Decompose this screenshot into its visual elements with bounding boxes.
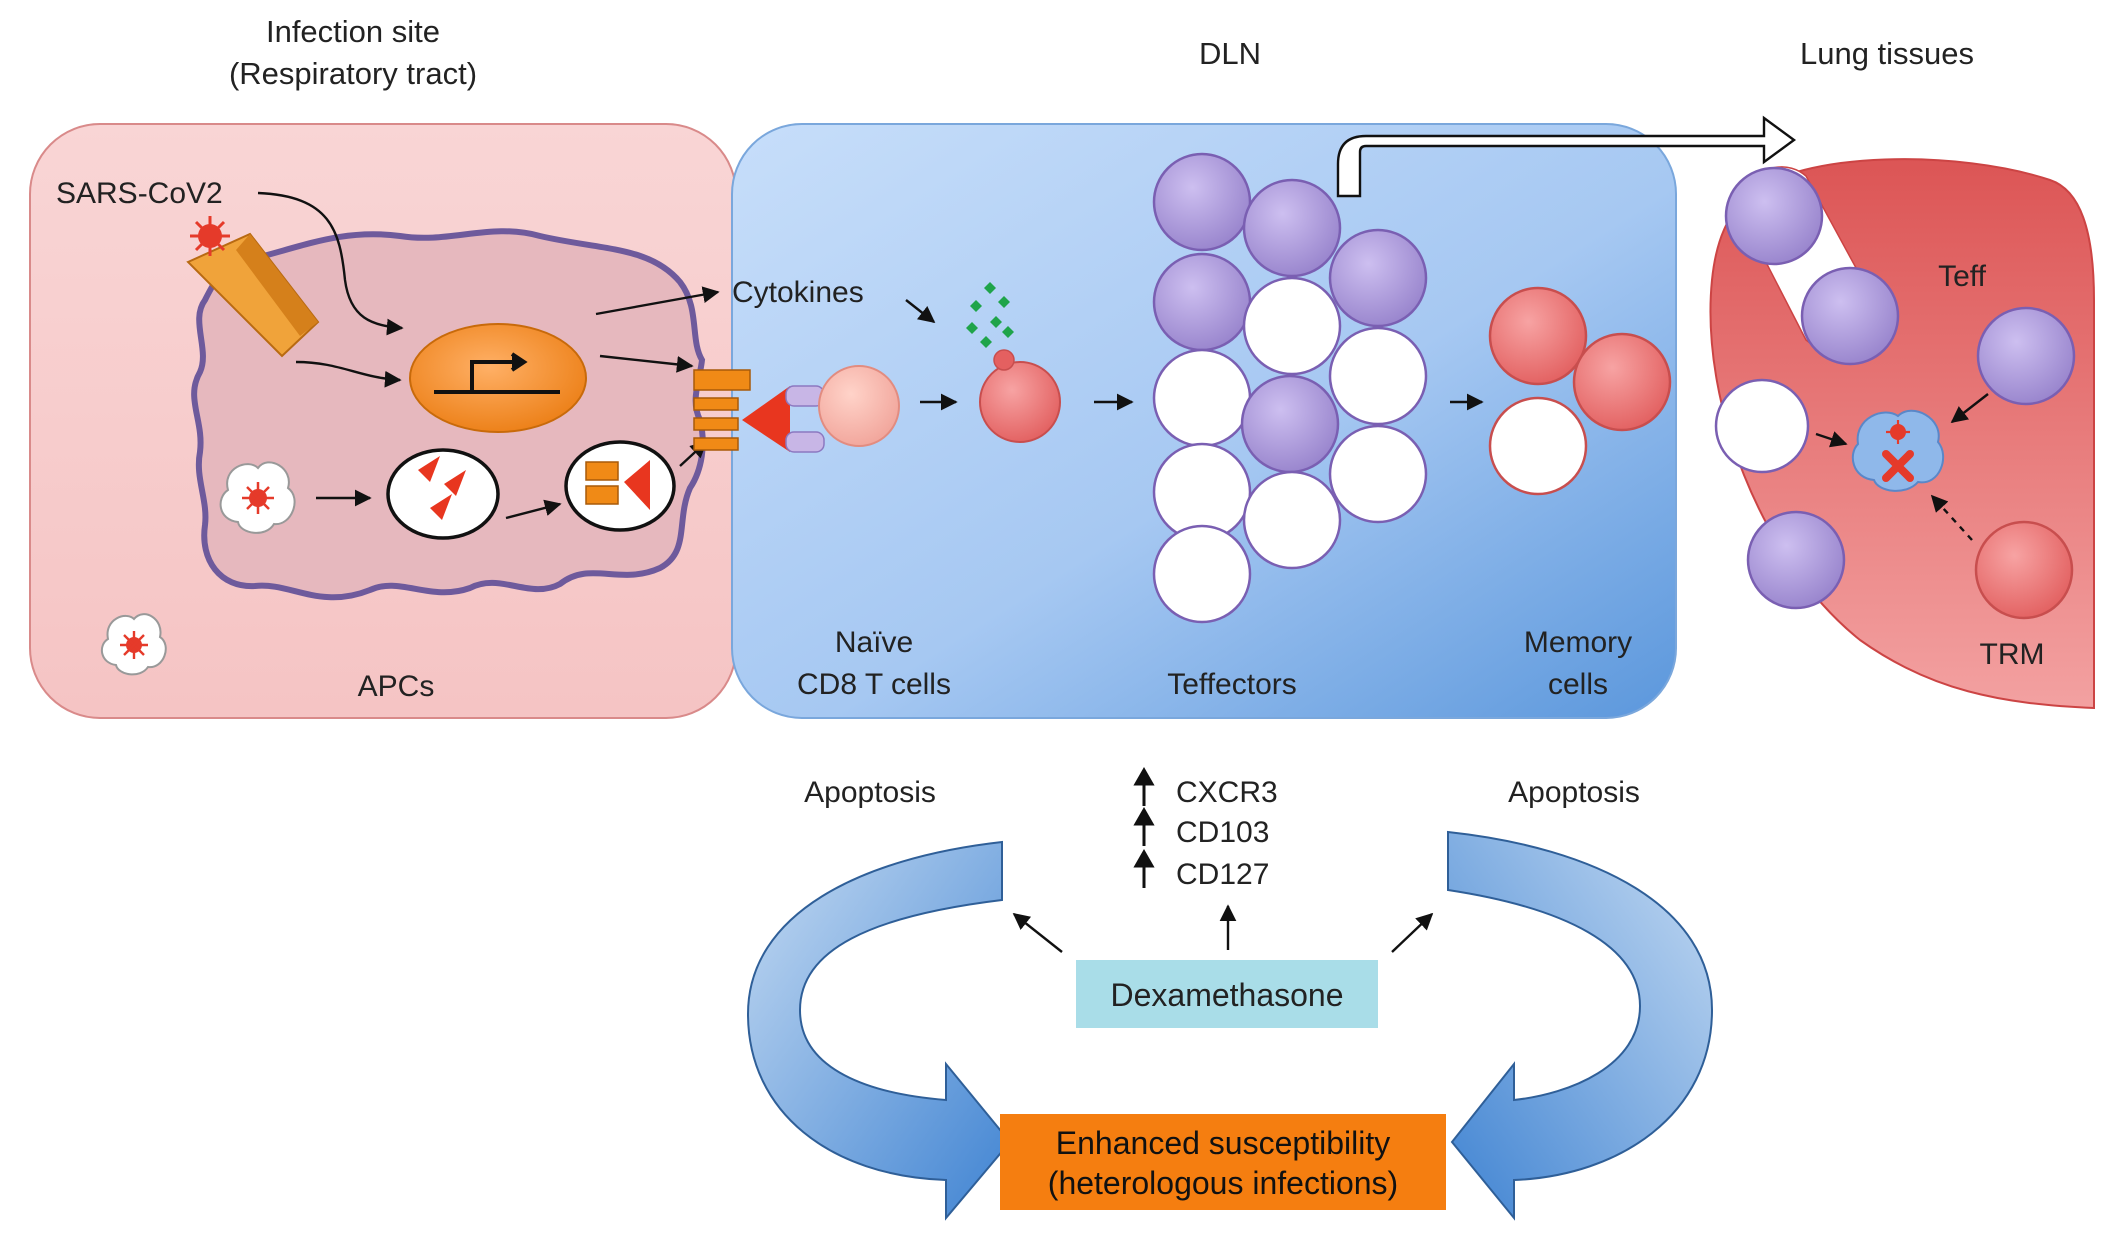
- memory-cell: [1572, 332, 1672, 432]
- header-infection-site: Infection site: [266, 14, 440, 49]
- dexamethasone-box: [1076, 960, 1378, 1028]
- receptor-to-nucleus-arrow: [295, 360, 402, 388]
- dexamethasone-label: Dexamethasone: [1110, 977, 1343, 1013]
- kill-arrow-trm: [1930, 494, 1973, 541]
- effector-cell: [1152, 152, 1252, 252]
- enhanced-susceptibility-box: [1000, 1114, 1446, 1210]
- surface-receptor-wedge: [186, 232, 320, 358]
- effector-cell: [1152, 524, 1252, 624]
- sars-to-nucleus-arrow: [257, 191, 404, 336]
- kill-arrow-left: [1815, 431, 1848, 448]
- right-curved-arrow-body: [1447, 830, 1714, 1221]
- endosome-peptides: [386, 448, 500, 540]
- effector-cell: [1152, 348, 1252, 448]
- marker-cd103: CD103: [1176, 816, 1269, 849]
- up-arrow-icon: [1133, 766, 1155, 888]
- effector-cell: [1240, 374, 1340, 474]
- activated-t-cell: [979, 349, 1061, 443]
- memory-cell: [1488, 286, 1588, 386]
- enhanced-label-line2: (heterologous infections): [1048, 1165, 1398, 1201]
- nucleus-to-cytokines-arrow: [595, 286, 720, 316]
- teffectors-label: Teffectors: [1167, 668, 1297, 701]
- kill-cross-icon: [1882, 450, 1914, 482]
- lung-effector-cell: [1746, 510, 1846, 610]
- virus-icon: [190, 216, 230, 256]
- naive-cd8-t-cell: [818, 365, 900, 447]
- apoptosis-left-label: Apoptosis: [804, 776, 936, 809]
- infected-target-cell: [1851, 409, 1945, 492]
- mhc-tcr-synapse: [693, 369, 825, 453]
- marker-cxcr3: CXCR3: [1176, 776, 1278, 809]
- lung-effector-cells: [1714, 166, 2076, 610]
- naive-label-line2: CD8 T cells: [797, 668, 951, 701]
- mhc-loading-vesicle: [564, 440, 676, 532]
- trm-cell: [1974, 520, 2074, 620]
- memory-label-line2: cells: [1548, 668, 1608, 701]
- lung-effector-cell: [1714, 378, 1810, 474]
- lung-effector-cell: [1976, 306, 2076, 406]
- sars-cov2-label: SARS-CoV2: [56, 177, 223, 210]
- memory-cells: [1488, 286, 1672, 496]
- nucleus: [409, 323, 587, 433]
- free-virus-icon: [100, 613, 167, 676]
- effector-cell: [1328, 326, 1428, 426]
- effector-cell: [1242, 178, 1342, 278]
- marker-cd127: CD127: [1176, 858, 1269, 891]
- header-dln: DLN: [1199, 36, 1261, 71]
- gene-promoter-icon: [434, 352, 560, 394]
- apoptosis-right-label: Apoptosis: [1508, 776, 1640, 809]
- apcs-label: APCs: [358, 670, 435, 703]
- memory-cell: [1488, 396, 1588, 496]
- left-curved-arrow-body: [746, 840, 1012, 1221]
- effector-cell: [1328, 424, 1428, 524]
- header-respiratory-tract: (Respiratory tract): [229, 56, 477, 91]
- effector-cell: [1328, 228, 1428, 328]
- header-lung-tissues: Lung tissues: [1800, 36, 1974, 71]
- effector-cell: [1242, 276, 1342, 376]
- engulfed-virus-icon: [219, 461, 296, 534]
- dex-to-right-apoptosis-arrow: [1391, 912, 1434, 953]
- effector-cell: [1152, 252, 1252, 352]
- cytokines-arrow: [905, 299, 936, 324]
- cytokines-label: Cytokines: [732, 276, 864, 309]
- dex-to-left-apoptosis-arrow: [1012, 912, 1063, 953]
- memory-label-line1: Memory: [1524, 626, 1632, 659]
- trm-label: TRM: [1980, 638, 2045, 671]
- upregulation-markers: CXCR3 CD103 CD127: [1133, 766, 1278, 891]
- teff-label: Teff: [1938, 260, 1986, 293]
- kill-arrow-top: [1950, 393, 1989, 424]
- lung-effector-cell: [1800, 266, 1900, 366]
- naive-label-line1: Naïve: [835, 626, 913, 659]
- endosome-to-mhc-arrow: [505, 499, 562, 520]
- lung-effector-cell: [1724, 166, 1824, 266]
- effector-cell: [1242, 470, 1342, 570]
- nucleus-to-mhc-arrow: [599, 354, 694, 373]
- effector-cell-cluster: [1152, 152, 1428, 624]
- enhanced-label-line1: Enhanced susceptibility: [1056, 1125, 1390, 1161]
- cytokine-particles: [966, 282, 1014, 348]
- migration-arrow: [1336, 115, 1797, 198]
